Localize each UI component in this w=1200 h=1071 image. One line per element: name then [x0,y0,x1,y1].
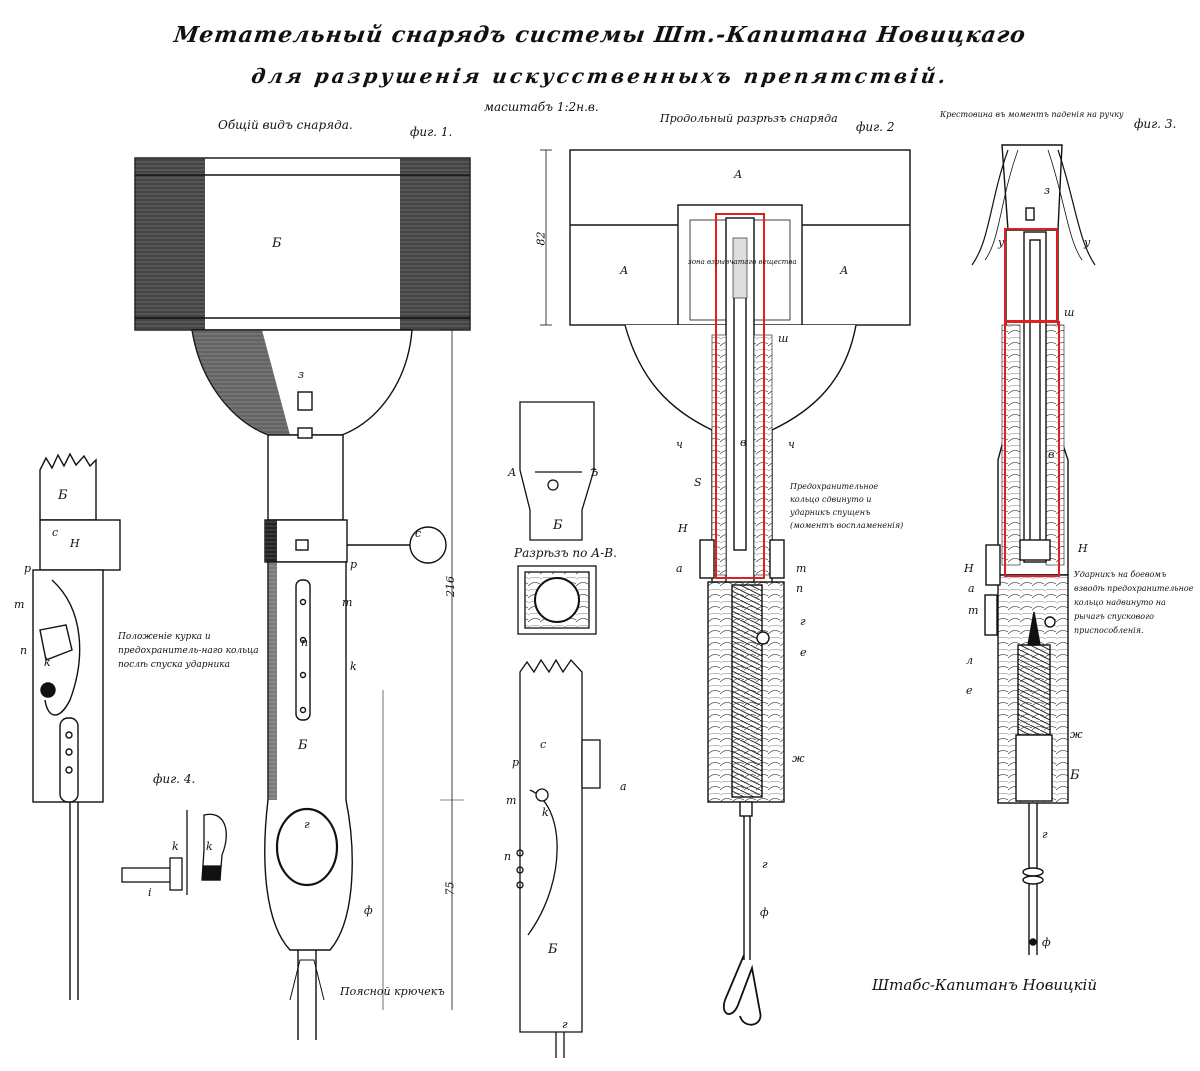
fig3-letter-b: в [1048,448,1055,461]
fig1-number: фиг. 1. [410,125,453,139]
fig4-letter-k2: k [206,840,213,853]
fig1-letter-n: n [301,636,309,649]
fig3-letter-l: л [966,654,974,667]
left-letter-n: n [20,644,28,657]
dim-216: 216 [444,576,457,597]
fig1-letter-b-handle: Б [298,738,308,753]
fig3-letter-h-left: Н [964,562,974,575]
fig4-number: фиг. 4. [153,772,196,786]
fig1-letter-s: с [415,527,422,540]
fig3-crosspiece-view [971,144,1096,955]
lower-letter-k: k [542,806,549,819]
section-letter-a: А [508,466,517,479]
fig4-letter-i: i [148,886,152,899]
fig2-letter-zh: ж [792,752,805,765]
fig3-letter-zh: ж [1070,728,1083,741]
fig2-letter-g-rod: г [762,858,768,871]
lower-letter-a: а [620,780,627,793]
left-letter-k: k [44,656,51,669]
fig2-letter-a-left: А [620,264,629,277]
lower-letter-m: m [506,794,517,807]
fig2-letter-f: ф [760,906,769,919]
fig1-letter-z: з [298,368,304,381]
fig3-letter-a: а [968,582,975,595]
section-letter-b: Б [553,518,563,533]
fig2-letter-ch-right: ч [788,438,795,451]
left-letter-s: с [52,526,59,539]
belt-hook-label: Поясной крючекъ [340,985,445,998]
dim-75: 75 [443,881,457,896]
lower-letter-n: n [504,850,512,863]
lower-letter-b: Б [548,942,558,957]
fig2-letter-g: г [800,615,806,628]
fig2-letter-a-top: А [734,168,743,181]
fig2-letter-a-right: А [840,264,849,277]
fig1-letter-b-can: Б [272,236,282,251]
fig2-caption: Продольный разрѣзъ снаряда [660,112,838,125]
left-detail-view [32,452,121,1000]
fig4-trigger-detail [121,810,227,895]
fig2-letter-sh: ш [778,332,789,345]
fig3-letter-u-left: у [998,236,1005,249]
left-letter-h: Н [70,537,80,550]
fig2-letter-ch-left: ч [676,438,683,451]
fig3-letter-e: е [966,684,973,697]
fig3-letter-z: з [1044,184,1050,197]
section-caption: Разрѣзъ по А-В. [514,546,617,560]
fig3-striker-note: Ударникъ на боевомъ взводѣ предохранител… [1074,570,1194,635]
fig3-letter-m: m [968,604,979,617]
signature: Штабс-Капитанъ Новицкій [872,976,1097,994]
fig2-letter-m: m [796,562,807,575]
lower-letter-g: г [562,1018,568,1031]
left-letter-m: m [14,598,25,611]
fig3-letter-u-right: у [1084,236,1091,249]
fig1-general-view [134,157,471,1040]
fig1-letter-m: m [342,596,353,609]
fig2-letter-h: Н [678,522,688,535]
fig4-letter-k1: k [172,840,179,853]
scale-label: масштабъ 1:2н.в. [484,100,599,114]
fig2-letter-a: а [676,562,683,575]
section-letter-v: Ѣ [590,466,599,479]
fig3-number: фиг. 3. [1134,117,1177,131]
fig3-letter-g: г [1042,828,1048,841]
fig1-letter-k: k [350,660,357,673]
left-letter-b: Б [58,488,68,503]
fig2-letter-b: в [740,436,747,449]
fig1-caption: Общій видъ снаряда. [218,118,353,132]
fig3-letter-h: Н [1078,542,1088,555]
left-detail-note: Положеніе курка и предохранитель-наго ко… [118,632,259,670]
dim-82: 82 [534,231,548,246]
fig3-letter-sh: ш [1064,306,1075,319]
lower-letter-s: с [540,738,547,751]
fig3-letter-b-handle: Б [1070,768,1080,783]
left-letter-p: р [24,562,32,575]
fig1-letter-p: р [350,558,358,571]
fig2-letter-s-cap: S [694,476,702,489]
fig2-charge-label: зона взрывчатаго вещества [688,258,797,266]
fig3-letter-f: ф [1042,936,1051,949]
fig2-ring-note: Предохранительное кольцо сдвинуто и удар… [790,482,904,530]
fig1-letter-f: ф [364,904,373,917]
fig2-highlight-box [715,213,765,579]
fig3-highlight-box-main [1004,321,1060,577]
fig3-caption: Крестовина въ моментъ паденія на ручку [940,110,1124,119]
fig2-letter-n: n [796,582,804,595]
fig1-letter-g: г [304,818,310,831]
fig2-number: фиг. 2 [856,120,895,134]
section-views [516,401,601,1058]
lower-letter-p: р [512,756,520,769]
fig2-letter-e: е [800,646,807,659]
fig2-longitudinal-section [540,149,911,1026]
